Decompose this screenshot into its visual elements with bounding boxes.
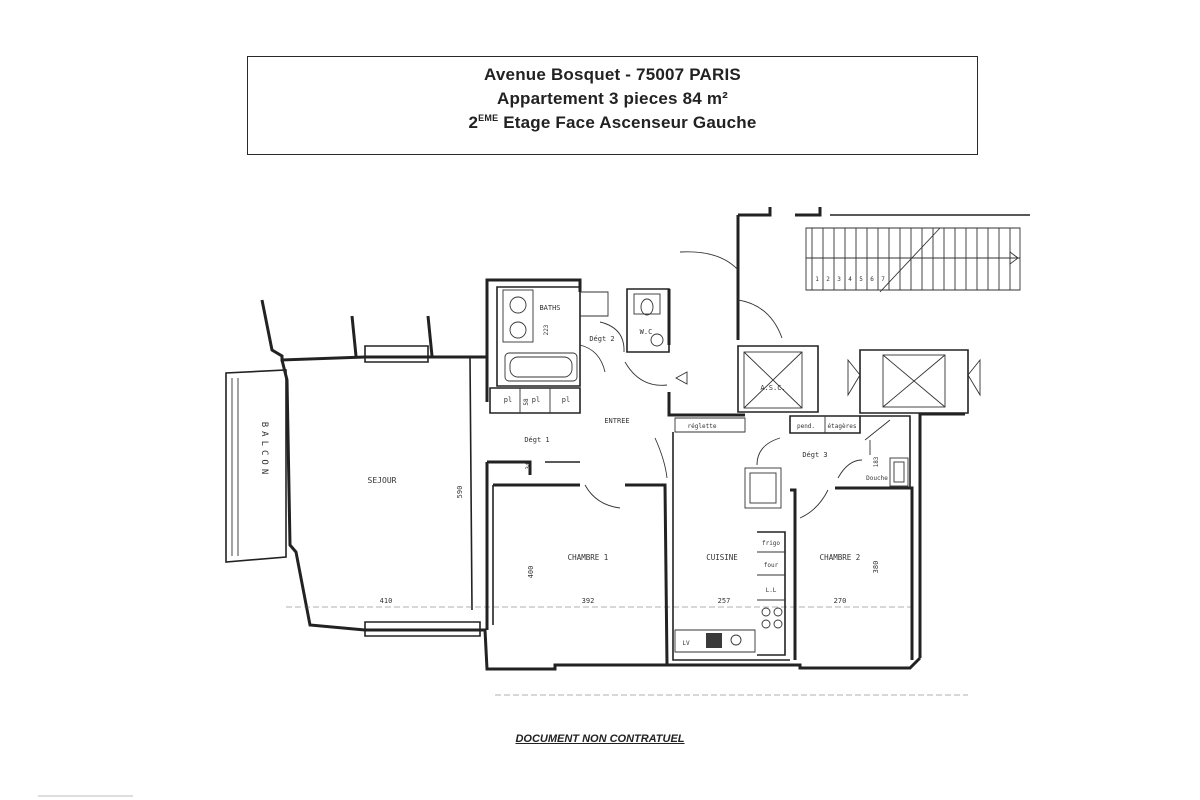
label-sejour: SEJOUR — [368, 476, 397, 485]
label-pl-1: pl — [504, 396, 512, 404]
stair-step-number: 1 — [815, 276, 819, 283]
label-wc: W.C — [640, 328, 653, 336]
title-address: Avenue Bosquet - 75007 PARIS — [484, 65, 741, 84]
scan-mark — [38, 795, 133, 797]
dim-pl-w: 58 — [523, 398, 530, 406]
label-deg3: Dégt 3 — [802, 451, 827, 459]
dim-sejour-h: 590 — [456, 486, 464, 499]
dim-ch1-h: 400 — [527, 566, 535, 579]
disclaimer: DOCUMENT NON CONTRATUEL — [515, 733, 685, 745]
label-cuisine: CUISINE — [706, 553, 738, 562]
label-four: four — [764, 562, 779, 569]
dim-cuisine-w: 257 — [718, 597, 731, 605]
stair-step-number: 5 — [859, 276, 863, 283]
bathroom: BATHS 223 — [496, 286, 609, 387]
label-etageres: étagères — [828, 423, 857, 430]
label-lv: LV — [682, 640, 690, 647]
label-baths: BATHS — [539, 304, 560, 312]
dim-ch2-h: 380 — [872, 561, 880, 574]
entree-area: ENTREE Dégt 1 34 réglette — [524, 215, 783, 509]
dim-ch1-w: 392 — [582, 597, 595, 605]
stair-step-number: 7 — [881, 276, 885, 283]
deg3-area: pend. étagères Dégt 3 Douche 183 — [756, 415, 911, 488]
balcony: BALCON — [225, 369, 287, 563]
label-frigo: frigo — [762, 540, 780, 547]
label-chambre1: CHAMBRE 1 — [568, 553, 609, 562]
label-deg2: Dégt 2 — [589, 335, 614, 343]
title-box: Avenue Bosquet - 75007 PARIS Appartement… — [247, 56, 978, 155]
label-pl-3: pl — [562, 396, 570, 404]
elevator-left: A.S.C. — [737, 345, 819, 413]
label-chambre2: CHAMBRE 2 — [820, 553, 861, 562]
label-reglette: réglette — [688, 423, 717, 430]
title-apartment: Appartement 3 pieces 84 m² — [496, 89, 728, 108]
label-entree: ENTREE — [604, 417, 629, 425]
stair-step-number: 3 — [837, 276, 841, 283]
dim-baths-h: 223 — [543, 324, 550, 335]
dim-ch2-w: 270 — [834, 597, 847, 605]
dim-sejour-w: 410 — [380, 597, 393, 605]
outer-walls — [260, 278, 965, 671]
label-pl-2: pl — [532, 396, 540, 404]
cuisine: frigo four L.L LV CUISINE 257 — [672, 432, 790, 661]
stair-step-number: 4 — [848, 276, 852, 283]
label-deg1: Dégt 1 — [524, 436, 549, 444]
chambre-2: CHAMBRE 2 270 380 — [790, 486, 914, 660]
title-floor: 2EME Etage Face Ascenseur Gauche — [468, 113, 757, 132]
chambre-1: CHAMBRE 1 392 400 — [485, 460, 669, 666]
wc: W.C Dégt 2 — [589, 288, 670, 353]
dim-douche-h: 183 — [873, 456, 880, 467]
label-ll: L.L — [766, 587, 777, 594]
elevator-right — [847, 349, 981, 414]
label-asc: A.S.C. — [760, 384, 785, 392]
sejour-walls: SEJOUR 410 590 — [286, 356, 915, 611]
closets-pl: pl pl pl 58 — [489, 387, 581, 414]
stair-step-number: 2 — [826, 276, 830, 283]
stair-step-number: 6 — [870, 276, 874, 283]
label-balcon: BALCON — [259, 422, 269, 479]
label-pend: pend. — [797, 423, 815, 430]
label-douche: Douche — [866, 475, 888, 482]
